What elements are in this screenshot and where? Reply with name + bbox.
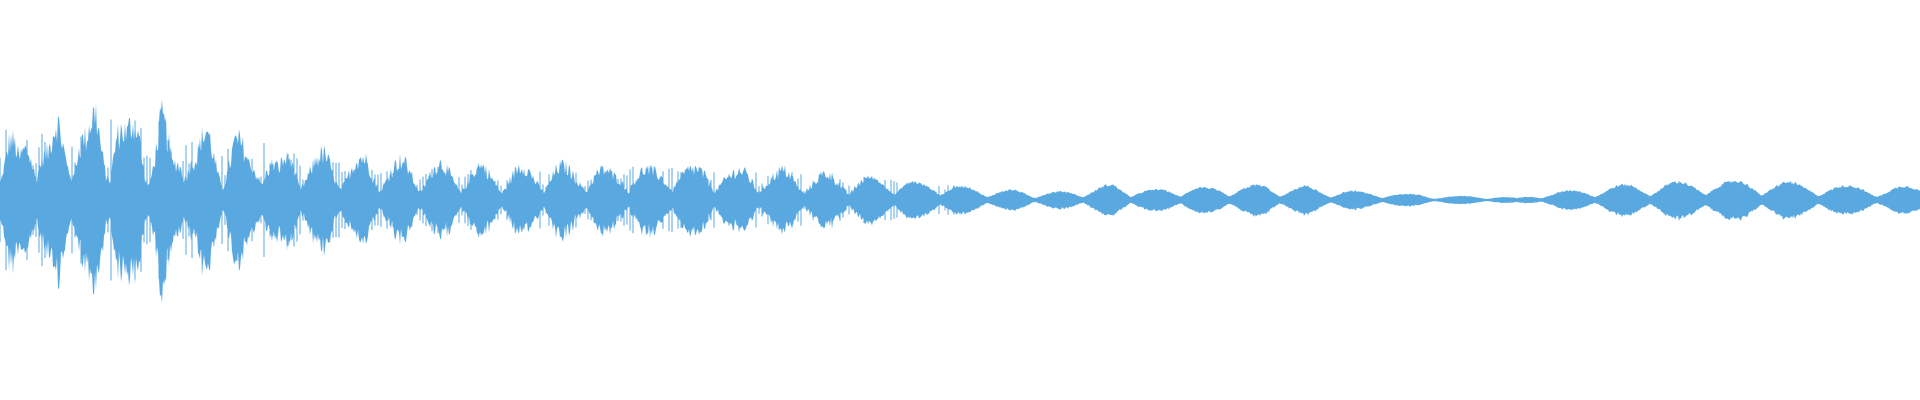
waveform-peaks — [0, 99, 1920, 304]
waveform-shape — [0, 99, 1920, 304]
